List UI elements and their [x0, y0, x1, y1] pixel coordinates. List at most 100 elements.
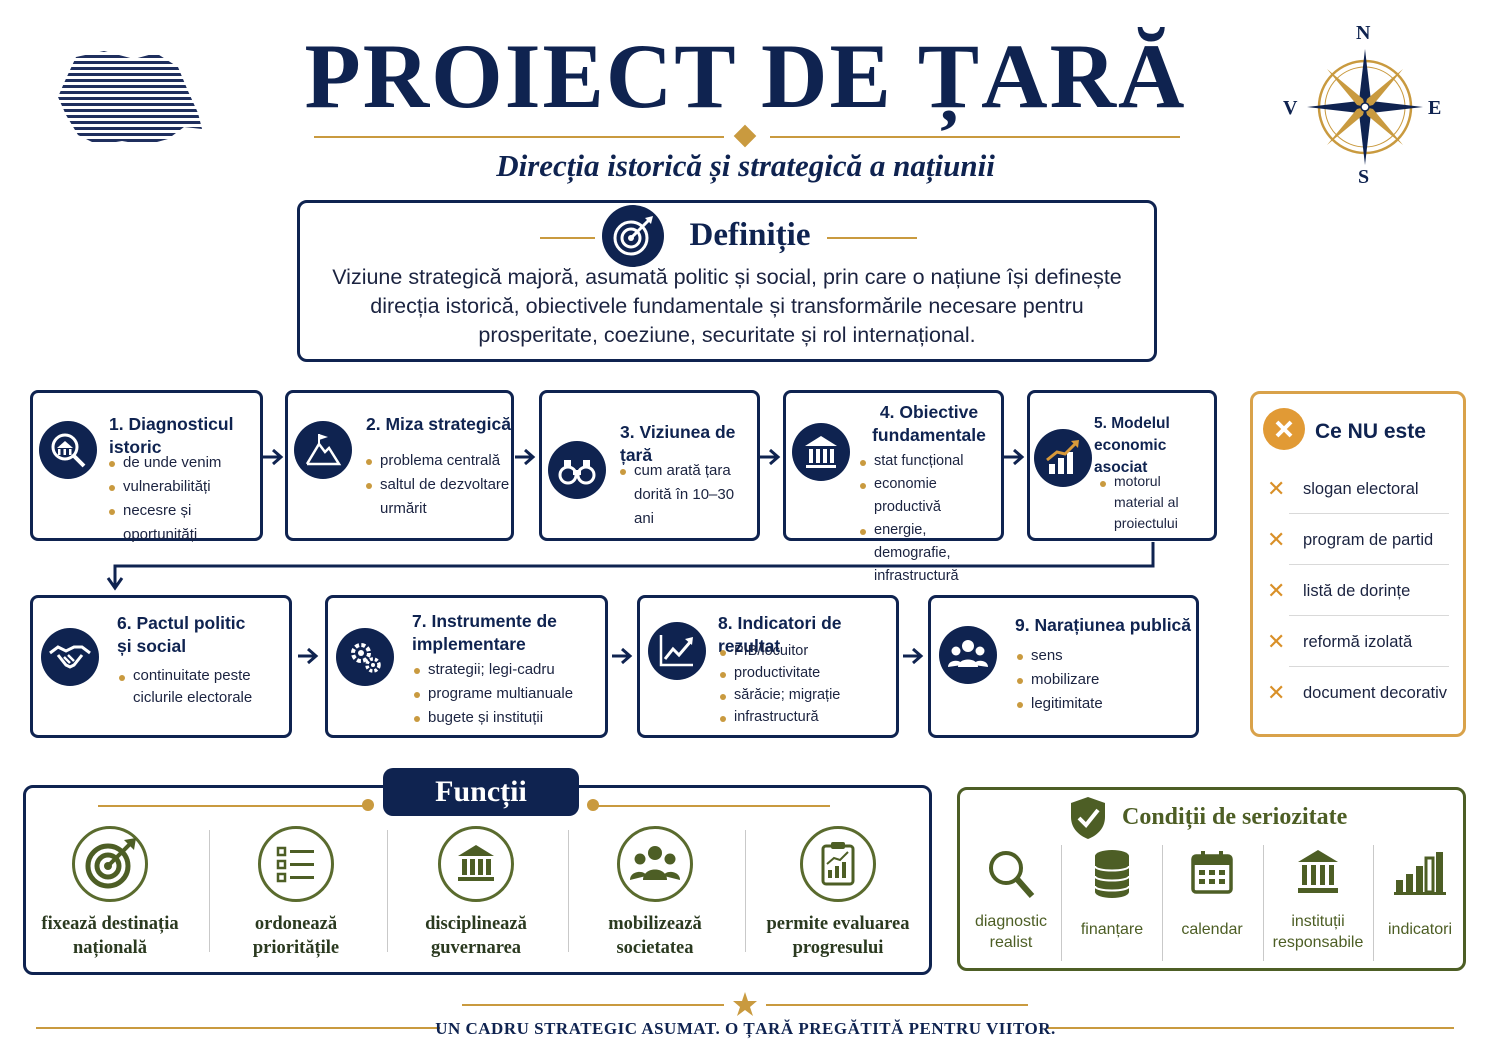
step-card-3: 3. Viziunea de țară cum arată țara dorit… [539, 390, 760, 541]
condition-label: indicatori [1387, 921, 1453, 938]
list-item: bugete și instituții [414, 706, 604, 730]
bar-chart-icon [1394, 852, 1446, 895]
step-7-bullets: strategii; legi-cadru programe multianua… [414, 658, 604, 730]
dot-icon [362, 799, 374, 811]
line-chart-icon [648, 622, 706, 680]
list-item: vulnerabilități [109, 475, 259, 499]
list-item: economie productivă [860, 473, 1004, 519]
list-item: cum arată țara dorită în 10–30 ani [620, 459, 756, 531]
step-2-bullets: problema centrală saltul de dezvoltare u… [366, 449, 511, 521]
divider [209, 830, 210, 952]
list-item: energie, demografie, infrastructură [860, 519, 1004, 588]
cross-icon: ✕ [1267, 527, 1286, 552]
compass-north: N [1356, 22, 1371, 44]
functions-line-right [595, 805, 830, 807]
romania-map-icon [58, 51, 202, 142]
cross-icon: ✕ [1267, 680, 1286, 705]
footer-line-top-left [462, 1004, 724, 1006]
footer-line-top-right [766, 1004, 1028, 1006]
list-item: motorul material al proiectului [1100, 471, 1214, 534]
compass-east: E [1428, 97, 1442, 119]
step-7-title: 7. Instrumente de implementare [412, 611, 557, 654]
step-card-1: 1. Diagnosticul istoric de unde venim vu… [30, 390, 263, 543]
list-item: de unde venim [109, 451, 259, 475]
divider [1162, 845, 1163, 961]
not-is-item: ✕reformă izolată [1267, 629, 1413, 654]
target-icon [602, 205, 664, 267]
step-5-title: 5. Modelul economic asociat [1094, 415, 1170, 476]
checklist-icon [258, 826, 334, 902]
list-item: problema centrală [366, 449, 511, 473]
step-card-8: 8. Indicatori de rezultat PIB/locuitor p… [637, 595, 899, 738]
footer-line-left [36, 1027, 440, 1029]
shield-check-icon [1071, 797, 1105, 839]
title-divider-right [770, 136, 1180, 138]
growth-chart-icon [1034, 429, 1092, 487]
cross-icon: ✕ [1267, 578, 1286, 603]
not-is-item: ✕document decorativ [1267, 680, 1447, 705]
step-3-bullets: cum arată țara dorită în 10–30 ani [620, 459, 756, 531]
definition-text: Viziune strategică majoră, asumată polit… [332, 265, 1122, 347]
star-icon [733, 992, 757, 1016]
footer-line-right [1048, 1027, 1454, 1029]
divider [1263, 845, 1264, 961]
not-is-panel: Ce NU este ✕slogan electoral ✕program de… [1250, 391, 1466, 737]
step-card-5: 5. Modelul economic asociat motorul mate… [1027, 390, 1217, 541]
magnifier-icon [989, 851, 1035, 898]
step-9-title: 9. Narațiunea publică [1015, 615, 1192, 635]
arrow-right-icon [1004, 448, 1025, 466]
list-item: infrastructură [720, 706, 890, 728]
definition-line-right [827, 237, 917, 239]
divider [1289, 666, 1449, 667]
arrow-right-icon [903, 647, 924, 665]
condition-item: indicatori [1370, 848, 1470, 940]
list-item: PIB/locuitor [720, 640, 890, 662]
divider [1373, 845, 1374, 961]
step-card-9: 9. Narațiunea publică sens mobilizare le… [928, 595, 1199, 738]
list-item: continuitate peste ciclurile electorale [119, 665, 289, 709]
institution-icon [438, 826, 514, 902]
step-card-6: 6. Pactul politic și social continuitate… [30, 595, 292, 738]
compass-west: V [1283, 97, 1298, 119]
list-item: sărăcie; migrație [720, 684, 890, 706]
not-is-item: ✕listă de dorințe [1267, 578, 1411, 603]
people-icon [939, 626, 997, 684]
list-item: legitimitate [1017, 692, 1187, 716]
page-subtitle: Direcția istorică și strategică a națiun… [496, 148, 995, 183]
list-item: strategii; legi-cadru [414, 658, 604, 682]
page-title: PROIECT DE ȚARĂ [304, 25, 1187, 127]
list-item: saltul de dezvoltare urmărit [366, 473, 511, 521]
footer-tagline: UN CADRU STRATEGIC ASUMAT. O ȚARĂ PREGĂT… [435, 1019, 1056, 1038]
functions-line-left [98, 805, 368, 807]
handshake-icon [41, 628, 99, 686]
condition-label: finanțare [1080, 921, 1144, 938]
divider [745, 830, 746, 952]
arrow-right-icon [612, 647, 633, 665]
target-icon [72, 826, 148, 902]
cross-circle-icon [1263, 408, 1305, 450]
compass-south: S [1358, 166, 1370, 188]
functions-title: Funcții [383, 768, 579, 816]
definition-line-left [540, 237, 595, 239]
dot-icon [587, 799, 599, 811]
mountain-flag-icon [294, 421, 352, 479]
definition-panel: Definiție Viziune strategică majoră, asu… [297, 200, 1157, 362]
condition-item: finanțare [1062, 848, 1162, 940]
step-2-title: 2. Miza strategică [366, 414, 511, 434]
divider-diamond-icon [733, 124, 757, 148]
coins-icon [1094, 850, 1130, 898]
cross-icon: ✕ [1267, 629, 1286, 654]
condition-item: calendar [1162, 848, 1262, 940]
gears-icon [336, 628, 394, 686]
list-item: sens [1017, 644, 1187, 668]
